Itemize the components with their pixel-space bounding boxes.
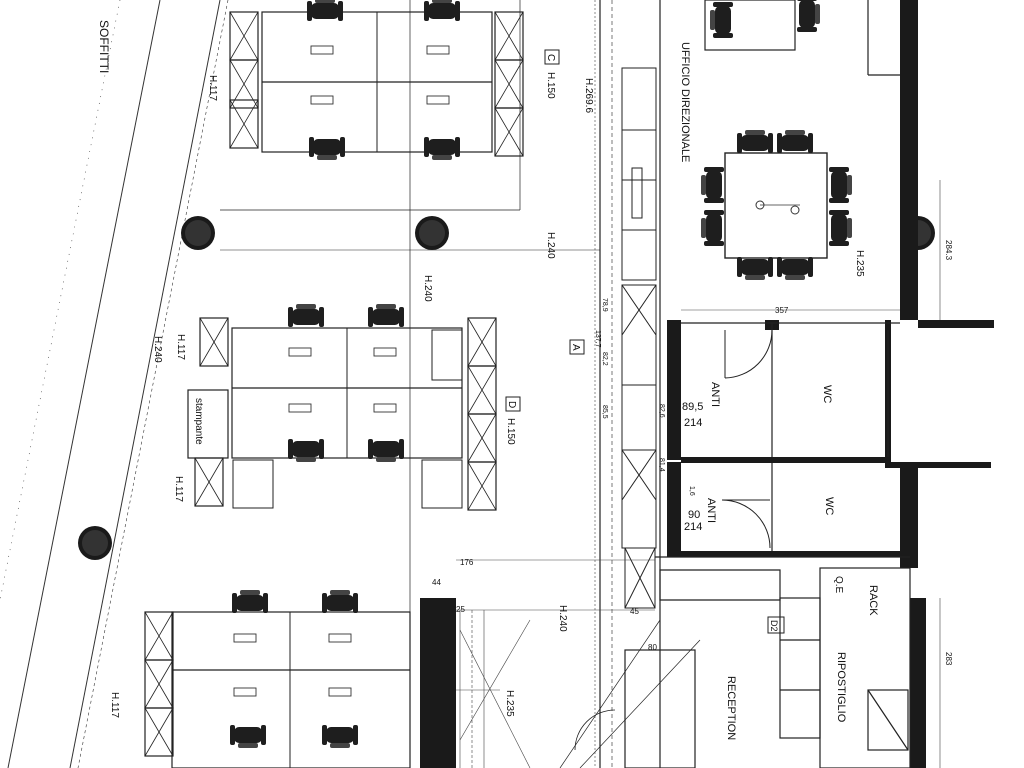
height-h235-a: H.235 <box>854 250 865 277</box>
height-h150-b: H.150 <box>505 418 516 445</box>
height-h240-d: H.240 <box>557 605 568 632</box>
dim-357: 357 <box>775 306 789 315</box>
height-h117-c: H.117 <box>173 476 184 502</box>
height-h240-a: H.240 <box>545 232 556 259</box>
label-controsoffitti: SOFFITTI <box>97 20 111 73</box>
reception-counter <box>559 569 821 768</box>
dim-78: 78,9 <box>601 298 608 312</box>
label-wc-1: WC <box>821 385 833 403</box>
height-h240-c: H.240 <box>152 336 163 363</box>
dim-anti1-height: 214 <box>684 417 702 429</box>
desk-group-bottom <box>171 590 411 768</box>
storage-cabinets <box>144 11 524 757</box>
dim-85: 85,5 <box>601 405 608 419</box>
label-anti-1: ANTI <box>709 382 721 407</box>
height-labels: H.117 H.117 H.117 H.117 H.150 H.150 H.24… <box>109 72 865 718</box>
dimension-lines <box>456 0 941 768</box>
zone-d2: D2 <box>769 620 779 632</box>
dim-anti2-width: 90 <box>688 509 700 521</box>
exterior-walls <box>420 0 994 768</box>
label-ripostiglio: RIPOSTIGLIO <box>835 652 847 723</box>
storage-room <box>819 567 911 768</box>
dim-176: 176 <box>460 558 474 567</box>
label-anti-2: ANTI <box>705 498 717 523</box>
label-stampante: stampante <box>193 398 204 445</box>
height-h117-b: H.117 <box>175 334 186 360</box>
zone-d: D <box>506 401 517 408</box>
height-h117-d: H.117 <box>109 692 120 718</box>
room-outlines <box>220 0 910 768</box>
zone-markers: C A D D2 <box>505 49 785 634</box>
dim-25: 25 <box>456 605 465 614</box>
height-h117-a: H.117 <box>207 75 218 101</box>
perimeter-lines <box>0 0 229 768</box>
zone-a: A <box>570 344 581 351</box>
dim-44: 44 <box>432 578 441 587</box>
dim-82-b: 82,6 <box>658 404 665 418</box>
desk-group-middle <box>187 304 463 509</box>
zone-c: C <box>545 54 556 61</box>
dim-anti1-width: 89,5 <box>682 401 703 413</box>
label-rack: RACK <box>867 585 879 616</box>
height-h235-b: H.235 <box>504 690 515 717</box>
dim-82-a: 82,2 <box>601 352 608 366</box>
room-labels: SOFFITTI UFFICIO DIREZIONALE ANTI ANTI W… <box>97 20 879 740</box>
corridor-storage <box>621 284 657 609</box>
office-sideboard <box>621 67 657 281</box>
height-h150-a: H.150 <box>545 72 556 99</box>
door-swings <box>721 329 773 549</box>
meeting-table <box>701 0 852 280</box>
dim-80: 80 <box>648 643 657 652</box>
height-h269: H.269.6 <box>583 78 594 113</box>
label-ufficio-direzionale: UFFICIO DIREZIONALE <box>679 42 691 162</box>
label-qe: Q.E <box>833 576 844 594</box>
label-wc-2: WC <box>823 497 835 515</box>
dim-16: 1,6 <box>688 486 695 496</box>
dimension-labels: 89,5 214 90 214 357 284.3 283 176 44 25 … <box>432 240 953 666</box>
label-reception: RECEPTION <box>725 676 737 740</box>
height-h240-b: H.240 <box>422 275 433 302</box>
dim-anti2-height: 214 <box>684 521 702 533</box>
dim-45: 45 <box>630 607 639 616</box>
desk-group-top <box>261 0 493 160</box>
dim-137: 137,7 <box>594 330 601 348</box>
dim-283: 283 <box>944 652 953 666</box>
dim-284: 284.3 <box>944 240 953 261</box>
dim-81: 81,4 <box>658 458 665 472</box>
